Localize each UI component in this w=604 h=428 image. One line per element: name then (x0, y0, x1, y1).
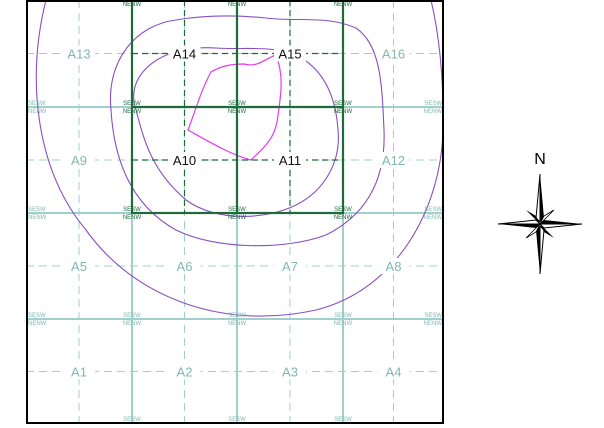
cell-label-background (274, 152, 306, 168)
corner-code-bottom: NENW (123, 109, 142, 115)
cell-label-a2: A2 (177, 365, 193, 380)
cell-label-background (274, 258, 306, 274)
cell-label-background (63, 363, 95, 380)
cell-label-background (168, 258, 201, 274)
corner-code-bottom: NENW (334, 321, 353, 327)
edge-code-bottom: SESW (228, 417, 246, 423)
corner-code-bottom: NENW (228, 215, 247, 221)
cell-label-a9: A9 (71, 153, 87, 168)
cell-label-background (168, 152, 201, 168)
cell-label-a8: A8 (386, 259, 402, 274)
corner-code-bottom: NENW (334, 215, 353, 221)
cell-label-background (377, 363, 410, 380)
cell-label-a3: A3 (282, 365, 298, 380)
corner-code-top: SESW (123, 101, 141, 107)
corner-code-bottom: NENW (228, 321, 247, 327)
corner-code-bottom: NENW (424, 109, 443, 115)
corner-code-top: SESW (424, 313, 442, 319)
corner-code-top: SESW (334, 207, 352, 213)
corner-code-bottom: NENW (228, 109, 247, 115)
corner-code-top: SESW (28, 101, 46, 107)
cell-label-a14: A14 (173, 47, 196, 62)
cell-label-background (63, 258, 95, 274)
compass-rose-icon: N (497, 151, 583, 275)
cell-label-a15: A15 (278, 47, 301, 62)
cell-label-a11: A11 (279, 153, 301, 168)
corner-code-bottom: NENW (28, 109, 47, 115)
cell-label-background (274, 363, 306, 380)
cell-label-a5: A5 (71, 259, 87, 274)
cell-label-a7: A7 (282, 259, 298, 274)
grid-map-canvas: A1 A2 A3 A4 A5 A6 A7 A8 A9 A10 A11 A12 A13 A14 A15 A16S… (26, 0, 444, 424)
cell-label-background (168, 363, 201, 380)
north-arrow: N (492, 148, 588, 288)
edge-code-top: NENW (123, 2, 142, 8)
corner-code-bottom: NENW (123, 321, 142, 327)
corner-code-bottom: NENW (334, 109, 353, 115)
corner-code-top: SESW (334, 101, 352, 107)
cell-label-a12: A12 (382, 153, 405, 168)
cell-label-a10: A10 (173, 153, 196, 168)
corner-code-bottom: NENW (28, 321, 47, 327)
edge-code-bottom: SESW (334, 417, 352, 423)
cell-label-background (377, 45, 410, 62)
cell-label-a4: A4 (386, 365, 402, 380)
corner-code-top: SESW (123, 313, 141, 319)
contour-mid (109, 15, 385, 247)
corner-code-top: SESW (424, 101, 442, 107)
corner-code-bottom: NENW (424, 215, 443, 221)
corner-code-top: SESW (28, 207, 46, 213)
corner-code-top: SESW (28, 313, 46, 319)
cell-label-a1: A1 (71, 365, 87, 380)
cell-label-background (377, 258, 410, 274)
contour-inner (133, 47, 339, 217)
cell-label-a6: A6 (177, 259, 193, 274)
cell-label-background (168, 45, 201, 62)
cell-label-background (63, 45, 95, 62)
cell-label-background (63, 152, 95, 168)
cell-label-a13: A13 (67, 47, 90, 62)
north-label: N (534, 151, 546, 168)
corner-code-bottom: NENW (28, 215, 47, 221)
cell-label-background (377, 152, 410, 168)
corner-code-top: SESW (123, 207, 141, 213)
contour-core (187, 54, 282, 161)
edge-code-bottom: SESW (123, 417, 141, 423)
corner-code-top: SESW (228, 313, 246, 319)
corner-code-top: SESW (228, 207, 246, 213)
corner-code-top: SESW (228, 101, 246, 107)
corner-code-top: SESW (424, 207, 442, 213)
corner-code-top: SESW (334, 313, 352, 319)
cell-label-a16: A16 (382, 47, 405, 62)
corner-code-bottom: NENW (424, 321, 443, 327)
map-frame-border (26, 0, 444, 424)
corner-code-bottom: NENW (123, 215, 142, 221)
edge-code-top: NENW (334, 2, 353, 8)
edge-code-top: NENW (228, 2, 247, 8)
highlight-block (130, 0, 345, 215)
cell-label-background (274, 45, 306, 62)
cell-labels: A1 A2 A3 A4 A5 A6 A7 A8 A9 A10 A11 A12 A13 A14 A15 A16S… (28, 2, 442, 423)
